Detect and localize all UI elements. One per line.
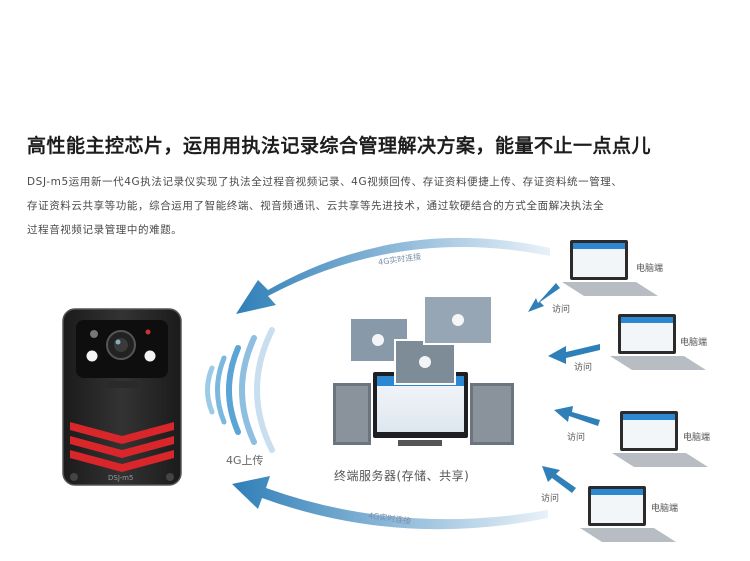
server-caption: 终端服务器(存储、共享) [334, 469, 470, 483]
access-label: 访问 [552, 305, 571, 315]
description-line: 过程音视频记录管理中的难题。 [27, 224, 183, 236]
body-camera-device: DSJ-m5 [62, 308, 182, 486]
client-label: 电脑端 [680, 338, 708, 348]
client-label: 电脑端 [651, 504, 679, 514]
client-label: 电脑端 [636, 264, 664, 274]
access-label: 访问 [567, 433, 586, 443]
laptop-2 [610, 314, 706, 370]
client-label: 电脑端 [683, 433, 711, 443]
bottom-arc-arrow [232, 476, 548, 530]
laptop-1 [562, 240, 658, 296]
upload-label: 4G上传 [226, 454, 264, 467]
access-arrow-icon [528, 283, 600, 493]
laptop-3 [612, 411, 708, 467]
headline: 高性能主控芯片，运用用执法记录综合管理解决方案，能量不止一点点儿 [27, 135, 652, 157]
top-arc-arrow [236, 237, 550, 314]
access-label: 访问 [574, 363, 593, 373]
laptop-4 [580, 486, 676, 542]
access-label: 访问 [541, 494, 560, 504]
description-line: 存证资料云共享等功能，综合运用了智能终端、视音频通讯、云共享等先进技术，通过软硬… [27, 200, 605, 212]
device-model-label: DSJ-m5 [108, 474, 133, 482]
description-line: DSJ-m5运用新一代4G执法记录仪实现了执法全过程音视频记录、4G视频回传、存… [27, 176, 623, 188]
description: DSJ-m5运用新一代4G执法记录仪实现了执法全过程音视频记录、4G视频回传、存… [27, 170, 727, 242]
signal-waves-icon [205, 327, 275, 453]
photo-thumbnails [349, 295, 493, 385]
